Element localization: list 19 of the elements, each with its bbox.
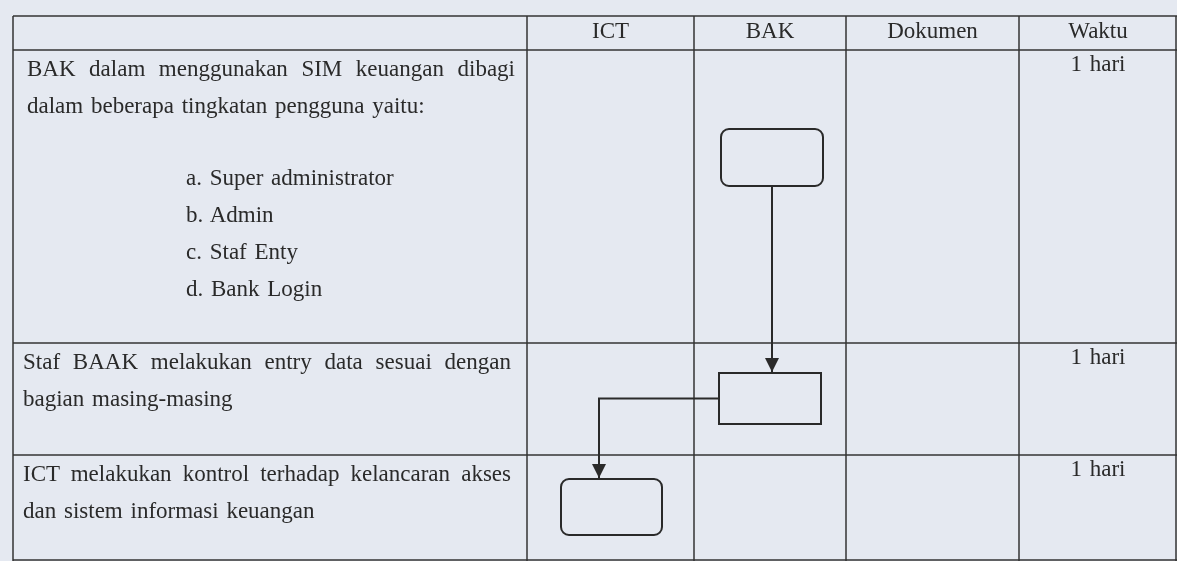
list-item: d. Bank Login [186,275,324,303]
duration-text: 1 hari [1069,455,1127,483]
column-header: Waktu [1067,17,1129,45]
list-item: b. Admin [186,201,275,229]
duration-text: 1 hari [1069,50,1127,78]
step-description: ICT melakukan kontrol terhadap kelancaran akses dan sistem informasi keuangan [23,460,511,525]
step-description: BAK dalam menggunakan SIM keuangan dibagi dalam beberapa tingkatan pengguna yaitu: [27,55,515,120]
column-header: Dokumen [886,17,979,45]
process-box [718,372,822,425]
list-item: c. Staf Enty [186,238,299,266]
process-box [720,128,824,187]
arrow [592,397,719,479]
step-description: Staf BAAK melakukan entry data sesuai dengan bagian masing-masing [23,348,511,413]
column-header: ICT [590,17,631,45]
arrow [765,186,779,373]
duration-text: 1 hari [1069,343,1127,371]
column-header: BAK [744,17,796,45]
process-box [560,478,663,536]
list-item: a. Super administrator [186,164,395,192]
